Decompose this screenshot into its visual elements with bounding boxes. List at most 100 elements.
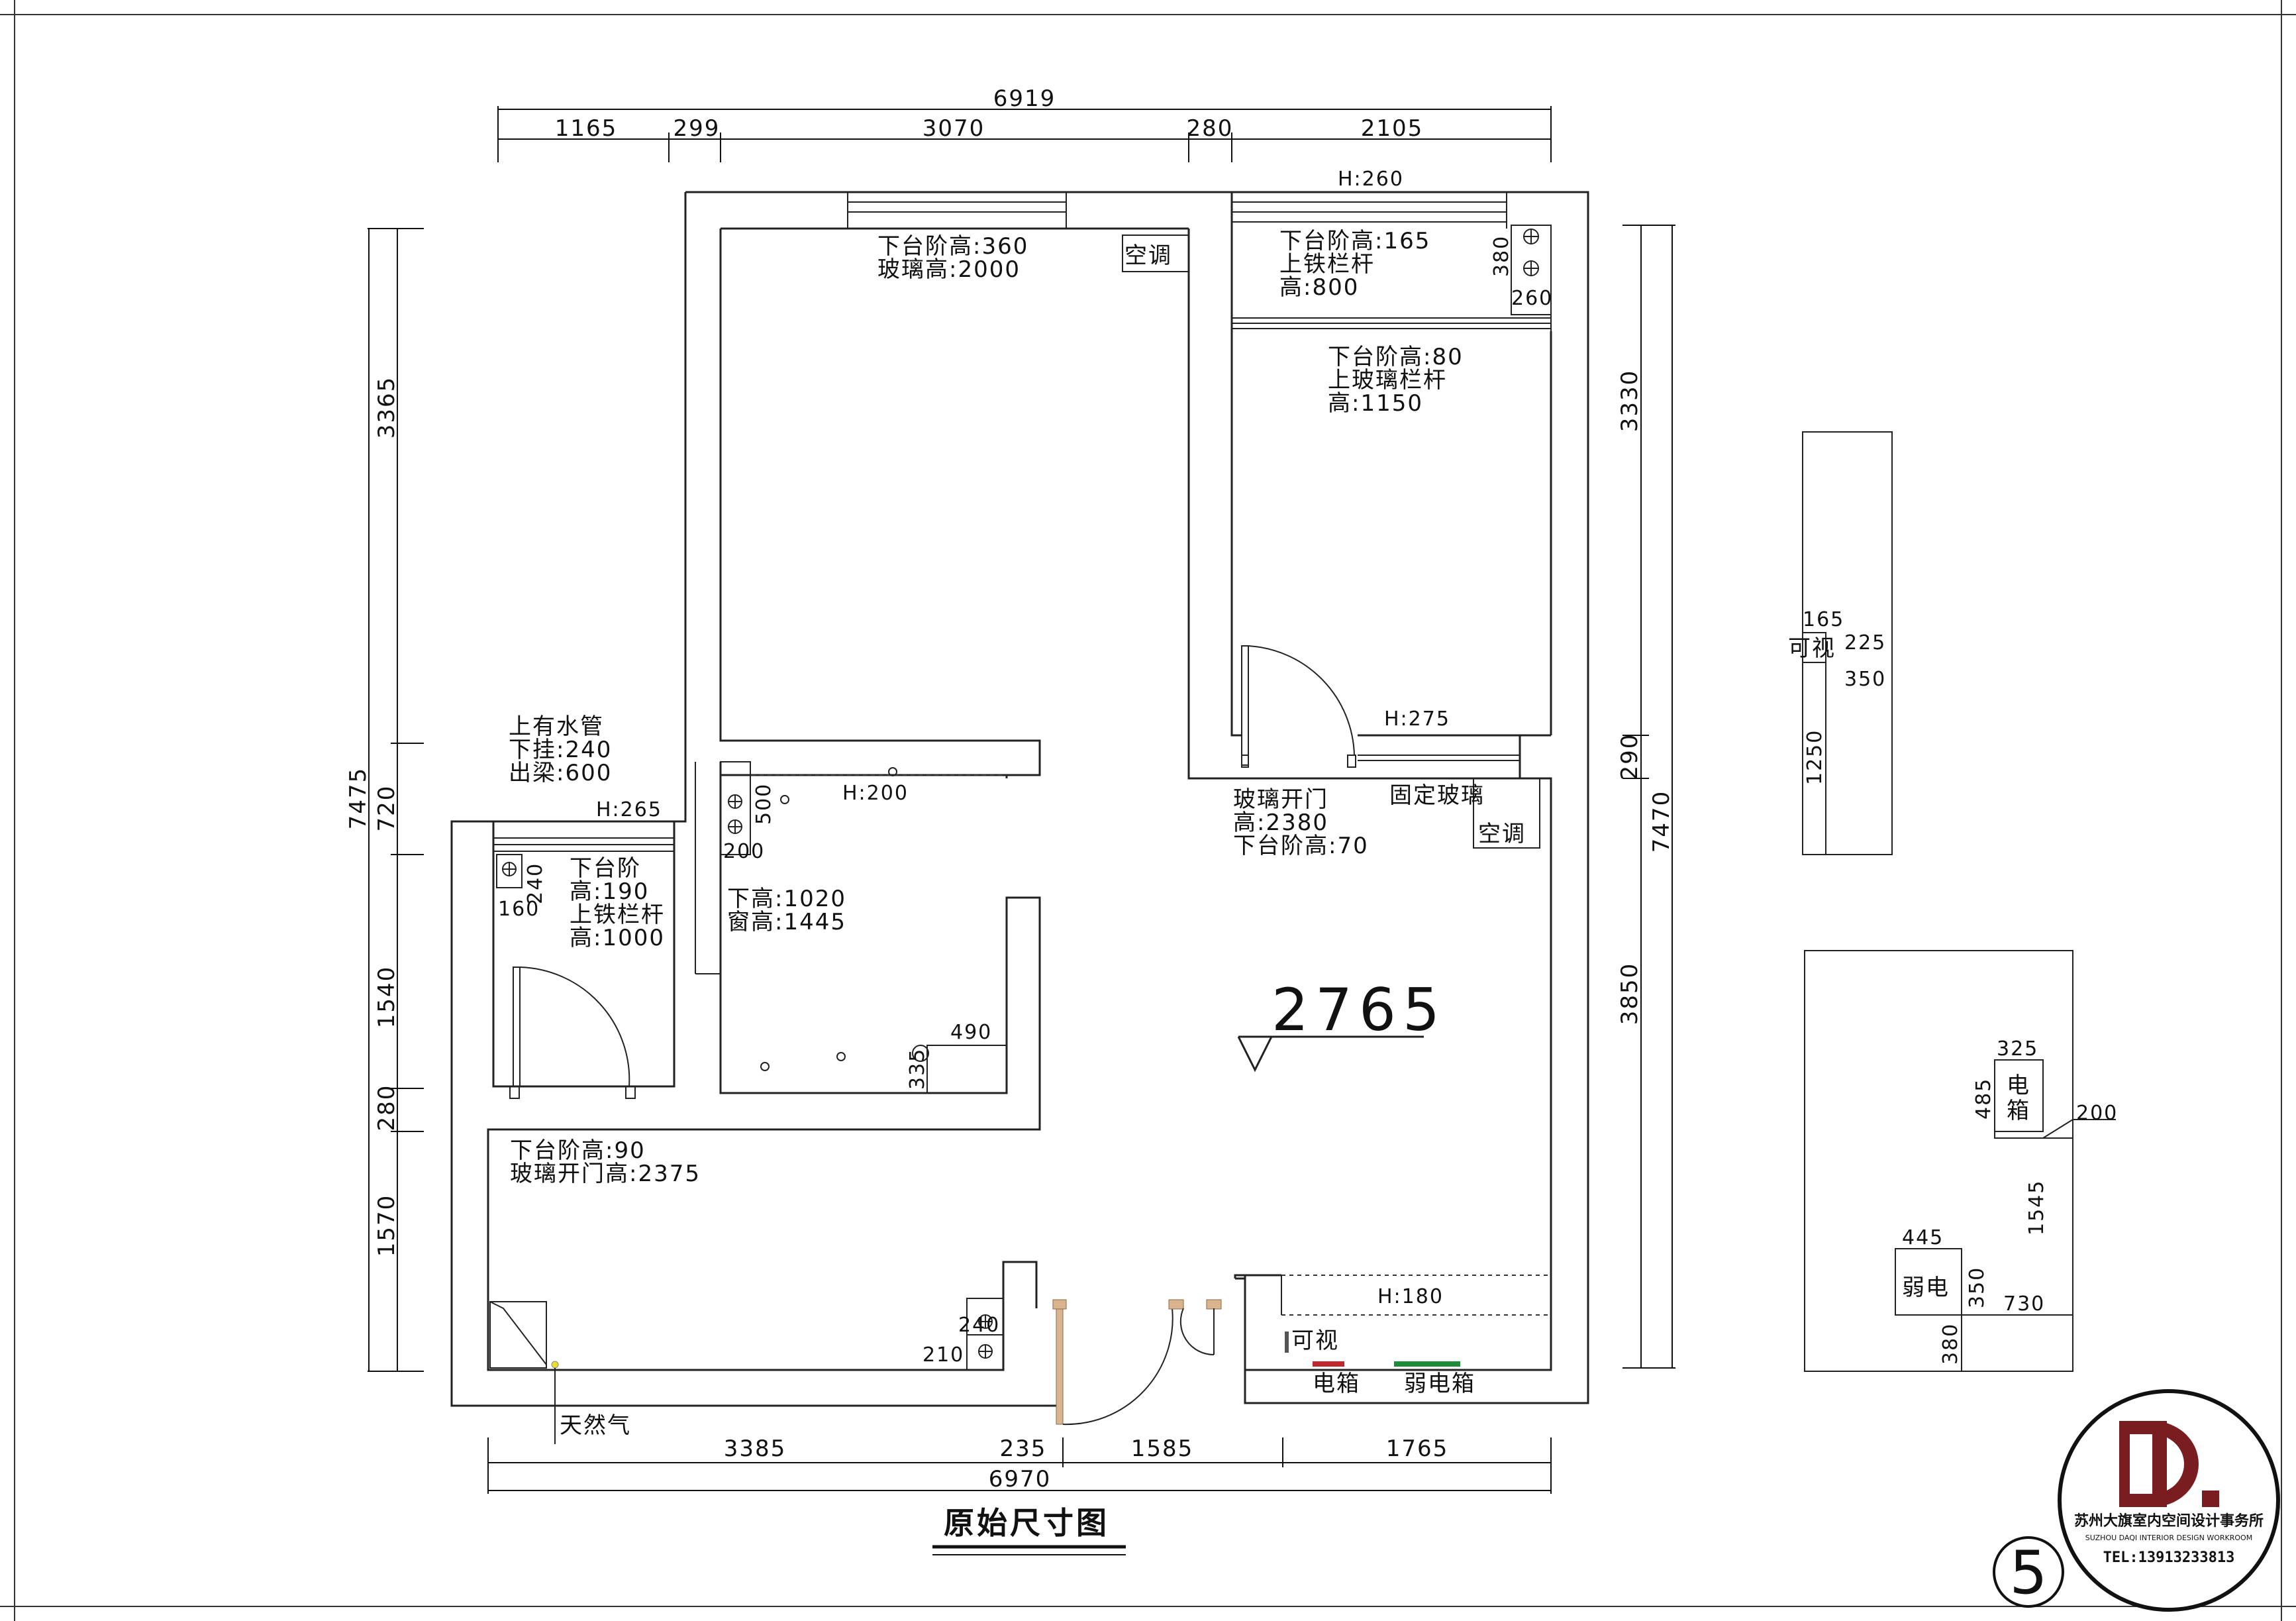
socket-icon [720, 761, 751, 855]
note-glassdoor-2: 高:2380 [1233, 810, 1328, 836]
note-500: 500 [752, 783, 775, 825]
dim-bottom-3: 1585 [1131, 1436, 1194, 1462]
note-pipe-1: 上有水管 [509, 713, 604, 740]
note-small-balcony-3: 上铁栏杆 [570, 902, 665, 928]
fixture-dots [760, 767, 897, 1071]
left-dimensions: 7475 3365 720 1540 280 1570 [345, 228, 424, 1372]
dim-left-total: 7475 [345, 767, 372, 830]
socket-icon [1523, 229, 1539, 244]
note-200: 200 [723, 840, 765, 863]
visual-intercom-mark [1285, 1332, 1289, 1353]
dim-bottom-4: 1765 [1386, 1436, 1449, 1462]
dim-right-1: 3330 [1617, 370, 1643, 433]
note-fixed-glass: 固定玻璃 [1389, 782, 1485, 809]
note-bedroom-window-1: 下台阶高:80 [1328, 344, 1464, 370]
note-bedroom-window-3: 高:1150 [1328, 390, 1423, 417]
note-ac-mid: 空调 [1478, 821, 1526, 847]
ceiling-height-marker: 2765 [1237, 976, 1446, 1072]
note-electric-box: 电箱 [1313, 1371, 1360, 1397]
socket-icon [496, 854, 523, 888]
elev2-485: 485 [1972, 1078, 1995, 1120]
elev1-visual: 可视 [1788, 635, 1836, 662]
note-glassdoor-1: 玻璃开门 [1233, 786, 1328, 813]
elev1-165: 165 [1803, 608, 1844, 631]
dim-top-5: 2105 [1361, 115, 1424, 142]
note-kitchen-1: 下高:1020 [727, 886, 846, 912]
elev2-325: 325 [1997, 1037, 2038, 1061]
dim-top-2: 299 [674, 115, 721, 142]
dim-bottom-1: 3385 [724, 1436, 787, 1462]
socket-icon [1523, 260, 1539, 276]
dim-right-2: 290 [1617, 733, 1643, 780]
note-balcony-2: 上铁栏杆 [1279, 251, 1375, 278]
dim-left-2: 720 [374, 785, 400, 832]
dim-right-3: 3850 [1617, 963, 1643, 1025]
top-dimensions: 6919 1165 299 3070 280 2105 [497, 85, 1552, 162]
elev1-225: 225 [1844, 631, 1886, 654]
weak-box-mark [1394, 1361, 1460, 1367]
dim-left-3: 1540 [374, 966, 400, 1029]
balcony-door [509, 967, 636, 1099]
logo-company: 苏州大旗室内空间设计事务所 [2074, 1512, 2264, 1530]
note-ac-top: 空调 [1124, 242, 1172, 269]
note-glassdoor-3: 下台阶高:70 [1233, 833, 1369, 859]
note-h200: H:200 [842, 782, 909, 805]
logo-english: SUZHOU DAQI INTERIOR DESIGN WORKROOM [2085, 1534, 2252, 1542]
socket-icon [966, 1298, 1004, 1371]
page-number: 5 [2009, 1538, 2047, 1608]
room-notes: 下台阶高:360 玻璃高:2000 空调 H:260 下台阶高:165 上铁栏杆… [498, 168, 1553, 1439]
ceiling-height: 2765 [1272, 976, 1446, 1044]
page-number-badge: 5 [1993, 1536, 2064, 1608]
note-bedroom-window-2: 上玻璃栏杆 [1328, 367, 1447, 393]
note-h265: H:265 [596, 798, 662, 821]
dim-left-1: 3365 [374, 376, 400, 439]
note-living-window-2: 玻璃高:2000 [877, 256, 1021, 283]
elev1-1250: 1250 [1803, 729, 1826, 785]
elevation-electric: 325 电 箱 485 200 1545 445 弱电 350 730 380 [1804, 950, 2118, 1372]
elev2-electric-2: 箱 [2007, 1098, 2030, 1124]
note-south-2: 玻璃开门高:2375 [510, 1161, 701, 1187]
elev2-1545: 1545 [2025, 1180, 2048, 1235]
note-pipe-2: 下挂:240 [509, 737, 612, 763]
right-dimensions: 3330 290 3850 7470 [1617, 225, 1675, 1369]
dim-left-4: 280 [374, 1084, 400, 1131]
bedroom-door [1241, 645, 1356, 768]
dim-top-total: 6919 [993, 85, 1056, 112]
note-visual: 可视 [1291, 1328, 1339, 1354]
gas-corner [489, 1301, 559, 1444]
note-490: 490 [950, 1021, 992, 1044]
note-small-balcony-2: 高:190 [570, 878, 649, 905]
note-balcony-260: 260 [1511, 287, 1553, 310]
note-335: 335 [906, 1048, 929, 1090]
elev1-350: 350 [1844, 668, 1886, 691]
note-living-window-1: 下台阶高:360 [877, 233, 1028, 260]
elevation-visual-intercom: 165 可视 225 350 1250 [1788, 431, 1893, 855]
dim-left-5: 1570 [374, 1194, 400, 1257]
elev2-200: 200 [2076, 1102, 2118, 1125]
elev2-350: 350 [1966, 1267, 1989, 1308]
elev2-445: 445 [1902, 1226, 1944, 1249]
note-weak-box: 弱电箱 [1404, 1371, 1475, 1397]
elev2-weak: 弱电 [1902, 1275, 1950, 1301]
ac-box-top [1122, 235, 1189, 272]
company-logo: 苏州大旗室内空间设计事务所 SUZHOU DAQI INTERIOR DESIG… [2058, 1389, 2280, 1612]
elev2-380: 380 [1939, 1323, 1962, 1365]
note-h275: H:275 [1384, 707, 1450, 731]
elev2-730: 730 [2003, 1292, 2045, 1316]
note-210: 210 [923, 1343, 964, 1367]
title-text: 原始尺寸图 [944, 1505, 1109, 1541]
bottom-dimensions: 3385 235 1585 1765 6970 [487, 1436, 1552, 1494]
note-south-1: 下台阶高:90 [510, 1137, 646, 1164]
note-balcony-h260: H:260 [1338, 168, 1404, 191]
note-160: 160 [498, 898, 540, 921]
ac-box-mid [1473, 778, 1540, 849]
dim-top-4: 280 [1187, 115, 1234, 142]
note-h180: H:180 [1377, 1285, 1444, 1308]
windows [493, 192, 1552, 1316]
entrance-door [1052, 1299, 1222, 1426]
note-gas: 天然气 [560, 1412, 631, 1439]
sheet-border [14, 14, 2282, 1607]
note-small-balcony-1: 下台阶 [570, 855, 641, 882]
